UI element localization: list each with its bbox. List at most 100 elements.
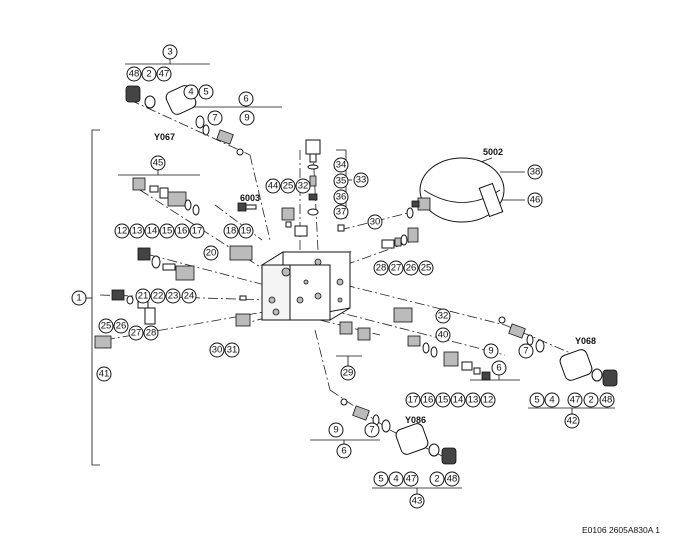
left-lower-cartridges bbox=[94, 289, 156, 349]
svg-text:7: 7 bbox=[212, 113, 217, 124]
callout-15-right: 15 bbox=[435, 392, 451, 408]
svg-text:14: 14 bbox=[147, 226, 158, 237]
svg-text:7: 7 bbox=[523, 346, 528, 357]
svg-text:6: 6 bbox=[243, 94, 248, 105]
callout-9-top: 9 bbox=[239, 110, 255, 126]
svg-text:46: 46 bbox=[530, 195, 541, 206]
part-32-right bbox=[393, 307, 413, 323]
svg-text:27: 27 bbox=[131, 328, 142, 339]
callout-32-right: 32 bbox=[435, 308, 451, 324]
callout-30-top: 30 bbox=[367, 214, 383, 230]
svg-text:47: 47 bbox=[159, 69, 170, 80]
callout-4-bottom: 4 bbox=[388, 471, 404, 487]
callout-2-bottom: 2 bbox=[429, 471, 445, 487]
callout-23: 23 bbox=[165, 288, 181, 304]
callout-25-right: 25 bbox=[418, 260, 434, 276]
callout-7-bottom: 7 bbox=[364, 422, 380, 438]
accumulator-5002 bbox=[406, 157, 505, 223]
svg-text:25: 25 bbox=[283, 181, 294, 192]
callout-25-top: 25 bbox=[280, 178, 296, 194]
callout-15-left: 15 bbox=[159, 223, 175, 239]
callout-17-right: 17 bbox=[405, 392, 421, 408]
callout-2: 2 bbox=[141, 66, 157, 82]
callout-14-left: 14 bbox=[144, 223, 160, 239]
callout-46: 46 bbox=[527, 192, 543, 208]
svg-text:9: 9 bbox=[333, 425, 338, 436]
svg-text:28: 28 bbox=[146, 328, 157, 339]
svg-text:20: 20 bbox=[206, 248, 217, 259]
callout-25-left: 25 bbox=[98, 318, 114, 334]
svg-text:34: 34 bbox=[336, 160, 347, 171]
callout-27-right: 27 bbox=[388, 260, 404, 276]
callout-41: 41 bbox=[96, 366, 112, 382]
svg-text:14: 14 bbox=[453, 395, 464, 406]
solenoid-y086 bbox=[340, 398, 457, 465]
svg-text:48: 48 bbox=[602, 395, 613, 406]
callout-7-right: 7 bbox=[518, 343, 534, 359]
svg-text:21: 21 bbox=[138, 291, 149, 302]
svg-text:32: 32 bbox=[298, 181, 309, 192]
svg-text:28: 28 bbox=[376, 263, 387, 274]
svg-text:13: 13 bbox=[132, 226, 143, 237]
callout-13-left: 13 bbox=[129, 223, 145, 239]
callout-16-left: 16 bbox=[174, 223, 190, 239]
callout-1: 1 bbox=[71, 290, 87, 306]
callout-12-right: 12 bbox=[480, 392, 496, 408]
callout-18: 18 bbox=[223, 223, 239, 239]
svg-text:48: 48 bbox=[129, 69, 140, 80]
svg-text:9: 9 bbox=[244, 113, 249, 124]
solenoid-y068 bbox=[498, 316, 618, 387]
callout-47: 47 bbox=[156, 66, 172, 82]
part-30-31-lower bbox=[235, 295, 251, 327]
svg-text:6: 6 bbox=[496, 363, 501, 374]
svg-text:6: 6 bbox=[341, 446, 346, 457]
svg-text:22: 22 bbox=[153, 291, 164, 302]
svg-text:5: 5 bbox=[534, 395, 539, 406]
callout-9-right: 9 bbox=[483, 343, 499, 359]
callout-28-right: 28 bbox=[373, 260, 389, 276]
svg-text:15: 15 bbox=[162, 226, 173, 237]
svg-text:48: 48 bbox=[447, 474, 458, 485]
svg-text:13: 13 bbox=[468, 395, 479, 406]
svg-text:31: 31 bbox=[227, 345, 238, 356]
callout-16-right: 16 bbox=[420, 392, 436, 408]
callout-38: 38 bbox=[527, 164, 543, 180]
svg-text:18: 18 bbox=[226, 226, 237, 237]
callout-2-right: 2 bbox=[583, 392, 599, 408]
callout-33: 33 bbox=[353, 172, 369, 188]
valve-block bbox=[260, 251, 352, 321]
svg-text:12: 12 bbox=[483, 395, 494, 406]
callout-42: 42 bbox=[564, 413, 580, 429]
label-y067: Y067 bbox=[154, 132, 175, 142]
svg-text:12: 12 bbox=[117, 226, 128, 237]
callout-31: 31 bbox=[224, 342, 240, 358]
callout-47-bottom: 47 bbox=[403, 471, 419, 487]
parts-34-37 bbox=[305, 139, 321, 216]
callout-47-right: 47 bbox=[567, 392, 583, 408]
cartridge-group-45 bbox=[132, 177, 200, 216]
callout-27-left: 27 bbox=[128, 325, 144, 341]
callout-22: 22 bbox=[150, 288, 166, 304]
svg-text:17: 17 bbox=[192, 226, 203, 237]
part-44-25 bbox=[281, 207, 308, 237]
svg-text:44: 44 bbox=[268, 181, 279, 192]
svg-text:17: 17 bbox=[408, 395, 419, 406]
svg-text:41: 41 bbox=[99, 369, 110, 380]
callout-26-left: 26 bbox=[113, 318, 129, 334]
svg-text:5: 5 bbox=[203, 87, 208, 98]
svg-text:2: 2 bbox=[434, 474, 439, 485]
callout-5: 5 bbox=[198, 84, 214, 100]
callout-14-right: 14 bbox=[450, 392, 466, 408]
callout-43: 43 bbox=[409, 493, 425, 509]
svg-text:47: 47 bbox=[570, 395, 581, 406]
svg-text:4: 4 bbox=[188, 87, 193, 98]
svg-text:38: 38 bbox=[530, 167, 541, 178]
svg-text:15: 15 bbox=[438, 395, 449, 406]
callout-35: 35 bbox=[333, 173, 349, 189]
svg-text:4: 4 bbox=[393, 474, 398, 485]
svg-text:30: 30 bbox=[370, 217, 381, 228]
part-20 bbox=[229, 245, 253, 261]
svg-text:32: 32 bbox=[438, 311, 449, 322]
svg-text:26: 26 bbox=[406, 263, 417, 274]
